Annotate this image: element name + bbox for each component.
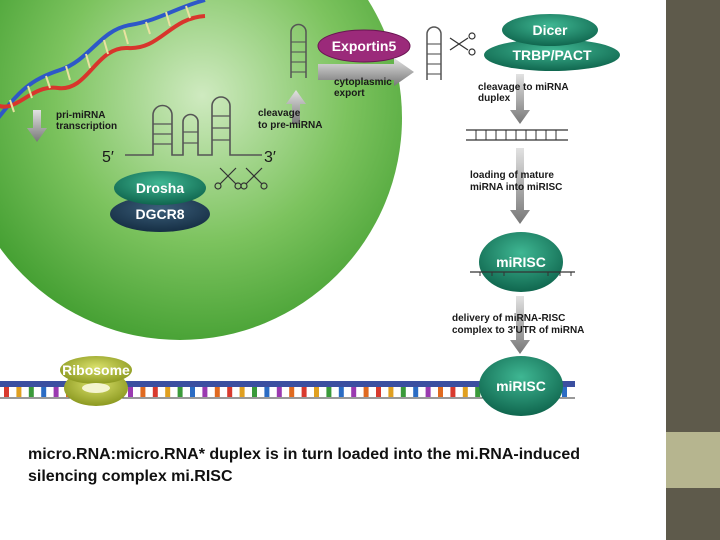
- dna-helix: [0, 0, 206, 119]
- mrna-nucleotide: [363, 387, 369, 397]
- five-prime-label: 5′: [102, 149, 114, 166]
- cleavage-pre-arrow: [286, 90, 306, 124]
- mrna-nucleotide: [562, 387, 567, 397]
- trbp-pact-label: TRBP/PACT: [512, 47, 592, 63]
- mirna-pathway-diagram: pri-miRNA transcription 5′ 3′ Drosha DGC…: [0, 0, 620, 416]
- mrna-nucleotide: [190, 387, 195, 397]
- dgcr8-protein: [110, 196, 210, 232]
- mrna-nucleotide: [177, 387, 183, 397]
- mrna-nucleotide: [376, 387, 381, 397]
- cytoplasmic-export-label: cytoplasmic export: [334, 77, 395, 99]
- slide-sidebar-accent: [666, 432, 720, 488]
- dicer-protein: [502, 14, 598, 46]
- mirisc-1-strand: [470, 271, 575, 276]
- mirisc-2-label: miRISC: [496, 378, 546, 394]
- mrna-nucleotide: [314, 387, 319, 397]
- mrna-nucleotide: [16, 387, 22, 397]
- delivery-arrow: [510, 296, 530, 354]
- three-prime-label: 3′: [264, 149, 276, 166]
- ribosome-label: Ribosome: [62, 362, 130, 378]
- exportin5-protein: [317, 29, 411, 63]
- mrna-nucleotide: [400, 387, 406, 397]
- mrna-nucleotide: [128, 387, 133, 397]
- mirisc-complex-2: [479, 356, 563, 416]
- cleavage-duplex-arrow: [510, 74, 530, 124]
- mrna-nucleotide: [264, 387, 270, 397]
- mrna-nucleotide: [202, 387, 208, 397]
- mrna-nucleotide: [276, 387, 282, 397]
- mrna-nucleotide: [413, 387, 419, 397]
- mrna-nucleotide: [53, 387, 59, 397]
- mrna-nucleotide: [152, 387, 158, 397]
- mirisc-1-label: miRISC: [496, 254, 546, 270]
- mrna-nucleotide: [140, 387, 146, 397]
- drosha-protein: [114, 171, 206, 205]
- mrna-nucleotide: [301, 387, 307, 397]
- mrna-nucleotide: [438, 387, 443, 397]
- mirisc-complex-1: [479, 232, 563, 292]
- mrna-nucleotide: [462, 387, 468, 397]
- ribosome-tunnel: [82, 383, 110, 393]
- dicer-scissors-icon: [449, 32, 476, 56]
- scissors-icon: [214, 167, 268, 190]
- mrna-nucleotide: [252, 387, 257, 397]
- mirna-duplex: [466, 129, 568, 141]
- delivery-label: delivery of miRNA-RISC complex to 3′UTR …: [452, 313, 584, 336]
- pri-mirna-transcription-label: pri-miRNA transcription: [56, 110, 117, 132]
- trbp-pact-protein: [484, 39, 620, 71]
- cleavage-pre-label: cleavage to pre-miRNA: [258, 108, 322, 131]
- transcription-arrow: [27, 110, 47, 142]
- mrna-nucleotide: [425, 387, 431, 397]
- mrna-nucleotide: [214, 387, 220, 397]
- mrna-nucleotide: [4, 387, 9, 397]
- mrna-nucleotide: [239, 387, 245, 397]
- mrna-nucleotide: [227, 387, 233, 397]
- mrna-nucleotide: [326, 387, 332, 397]
- drosha-label: Drosha: [136, 180, 184, 196]
- dicer-label: Dicer: [532, 22, 568, 38]
- mrna-nucleotide: [338, 387, 344, 397]
- mrna-nucleotide: [475, 387, 481, 397]
- mrna-nucleotide: [41, 387, 47, 397]
- ribosome-small-subunit: [60, 356, 132, 384]
- cytoplasmic-pre-mirna: [426, 26, 442, 80]
- mrna-nucleotide: [450, 387, 456, 397]
- pri-mirna: [125, 96, 262, 156]
- mrna-nucleotide: [351, 387, 357, 397]
- mrna-nucleotide: [289, 387, 295, 397]
- mrna-nucleotide: [28, 387, 34, 397]
- dgcr8-label: DGCR8: [135, 206, 184, 222]
- export-arrow: [318, 58, 414, 86]
- pre-mirna-hairpin: [290, 23, 307, 78]
- cleavage-duplex-label: cleavage to miRNA duplex: [478, 82, 571, 104]
- mrna-nucleotide: [165, 387, 171, 397]
- nucleus: [0, 0, 402, 340]
- slide-caption: micro.RNA:micro.RNA* duplex is in turn l…: [28, 446, 581, 485]
- exportin5-label: Exportin5: [332, 38, 397, 54]
- loading-label: loading of mature miRNA into miRISC: [470, 170, 562, 193]
- loading-arrow: [510, 148, 530, 224]
- mrna-nucleotide: [388, 387, 394, 397]
